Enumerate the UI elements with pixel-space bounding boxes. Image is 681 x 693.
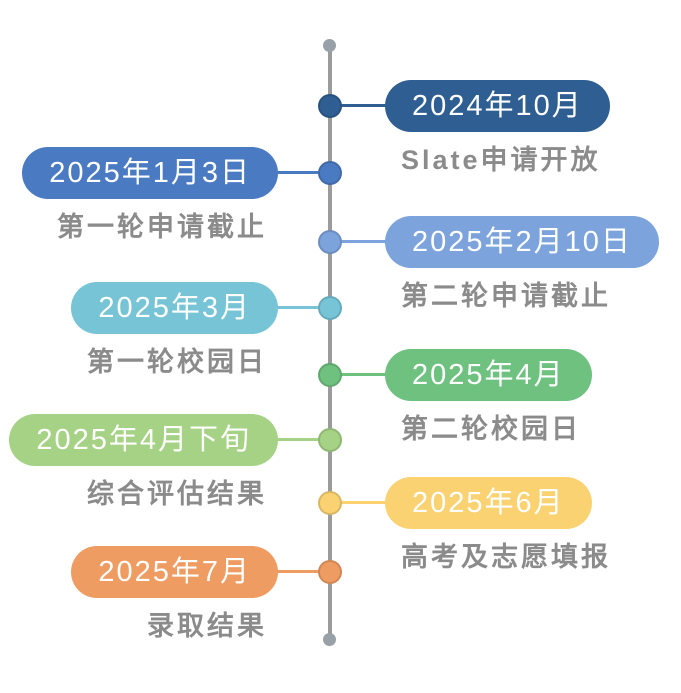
date-pill: 2025年6月 bbox=[385, 477, 592, 529]
connector-line bbox=[275, 171, 331, 174]
date-pill: 2025年2月10日 bbox=[385, 216, 659, 268]
date-pill: 2025年7月 bbox=[71, 546, 278, 598]
timeline-node-icon bbox=[318, 296, 342, 320]
milestone-label: 第二轮校园日 bbox=[401, 414, 581, 444]
timeline-end-marker bbox=[323, 633, 336, 646]
date-pill: 2025年4月下旬 bbox=[9, 414, 278, 466]
timeline-node-icon bbox=[318, 363, 342, 387]
timeline-axis-line bbox=[328, 45, 332, 640]
timeline-start-marker bbox=[323, 39, 336, 52]
milestone-label: 第二轮申请截止 bbox=[401, 281, 611, 311]
milestone-label: 录取结果 bbox=[147, 611, 267, 641]
date-pill: 2025年3月 bbox=[71, 282, 278, 334]
milestone-label: 第一轮校园日 bbox=[87, 347, 267, 377]
connector-line bbox=[330, 373, 387, 376]
connector-line bbox=[330, 501, 387, 504]
connector-line bbox=[330, 240, 387, 243]
timeline-node-icon bbox=[318, 94, 342, 118]
connector-line bbox=[275, 570, 331, 573]
timeline-node-icon bbox=[318, 161, 342, 185]
timeline-node-icon bbox=[318, 491, 342, 515]
date-pill: 2024年10月 bbox=[385, 80, 610, 132]
timeline-node-icon bbox=[318, 230, 342, 254]
milestone-label: 第一轮申请截止 bbox=[57, 212, 267, 242]
date-pill: 2025年1月3日 bbox=[22, 147, 278, 199]
timeline-node-icon bbox=[318, 560, 342, 584]
date-pill: 2025年4月 bbox=[385, 349, 592, 401]
connector-line bbox=[330, 104, 387, 107]
milestone-label: 综合评估结果 bbox=[87, 479, 267, 509]
milestone-label: 高考及志愿填报 bbox=[401, 542, 611, 572]
timeline-node-icon bbox=[318, 428, 342, 452]
milestone-label: Slate申请开放 bbox=[401, 145, 601, 175]
connector-line bbox=[275, 306, 331, 309]
connector-line bbox=[275, 438, 331, 441]
